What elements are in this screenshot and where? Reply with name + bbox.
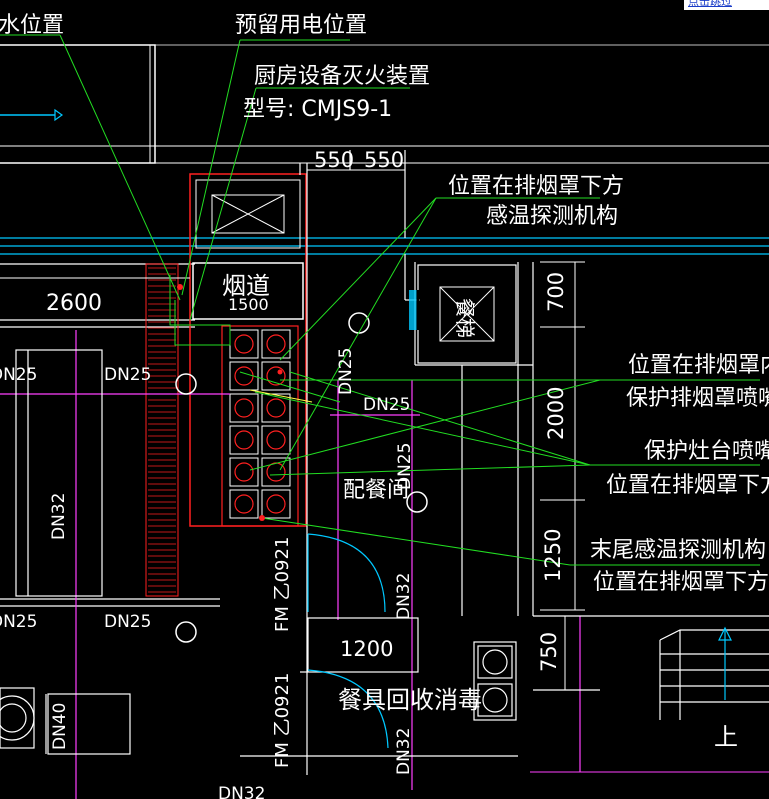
dim-750: 750 <box>537 632 561 672</box>
dn25-label-f: DN25 <box>336 348 356 395</box>
dn25-label-b: DN25 <box>104 365 151 385</box>
dn25-label-d: DN25 <box>0 612 37 632</box>
flue-label: 烟道 <box>222 272 270 300</box>
stove-cell <box>229 329 259 359</box>
dn32-label-d: DN32 <box>218 784 265 799</box>
stove-cell <box>229 489 259 519</box>
burner-icon <box>234 398 254 418</box>
inside-hood-label: 位置在排烟罩内 <box>628 353 769 378</box>
water-position-label: 水位置 <box>0 13 64 38</box>
dumbwaiter-label: 餐梯 <box>453 298 477 338</box>
stair <box>659 626 769 720</box>
dn32-label-c: DN32 <box>394 728 414 775</box>
below-hood-label-3: 位置在排烟罩下方 <box>593 570 769 595</box>
stove-cell <box>261 425 291 455</box>
wall-lines <box>0 44 769 773</box>
stove-cell <box>229 393 259 423</box>
dishware-label: 餐具回收消毒 <box>338 686 482 714</box>
cabinets <box>0 349 769 757</box>
doors <box>307 533 389 749</box>
hatched-shaft <box>145 263 179 597</box>
stove-cell <box>229 361 259 391</box>
flue-size-label: 1500 <box>228 295 269 314</box>
dn32-label-b: DN32 <box>394 573 414 620</box>
dim-700: 700 <box>544 272 568 312</box>
serving-room-label: 配餐间 <box>343 478 409 503</box>
burner-icon <box>266 398 286 418</box>
dn25-label-c: DN25 <box>363 395 410 415</box>
dn40-label: DN40 <box>50 703 70 750</box>
stove-cell <box>261 393 291 423</box>
dumbwaiter <box>409 264 517 364</box>
below-hood-label-1: 位置在排烟罩下方 <box>448 174 624 199</box>
stove-cell <box>229 457 259 487</box>
dim-1200: 1200 <box>340 637 393 661</box>
dim-2000: 2000 <box>544 387 568 440</box>
detector-markers <box>177 284 283 521</box>
supply-duct <box>0 44 156 164</box>
dn25-label-a: DN25 <box>0 365 37 385</box>
protect-stove-nozzle-label: 保护灶台喷嘴 <box>644 439 769 464</box>
burner-icon <box>266 430 286 450</box>
dn32-label-a: DN32 <box>49 493 69 540</box>
stove-cell <box>261 361 291 391</box>
leader-lines <box>0 34 760 566</box>
end-sensor-label: 末尾感温探测机构 <box>590 538 766 563</box>
kitchen-suppression-label: 厨房设备灭火装置 <box>254 64 430 89</box>
dim-1250: 1250 <box>541 529 565 582</box>
dim-550-a: 550 <box>314 148 354 172</box>
dimension-lines <box>0 169 585 690</box>
stove-grid <box>221 325 299 527</box>
burner-icon <box>234 366 254 386</box>
burner-icon <box>266 334 286 354</box>
burner-icon <box>234 494 254 514</box>
dn25-label-e: DN25 <box>104 612 151 632</box>
flue-shaft <box>189 173 307 527</box>
reserved-power-label: 预留用电位置 <box>235 13 367 38</box>
below-hood-label-2: 位置在排烟罩下方 <box>606 473 769 498</box>
burner-icon <box>266 494 286 514</box>
dim-550-b: 550 <box>364 148 404 172</box>
stove-cell <box>261 489 291 519</box>
model-label: 型号: CMJS9-1 <box>243 97 392 122</box>
burner-icon <box>234 430 254 450</box>
fire-door-label-b: FM 乙0921 <box>272 673 293 768</box>
stair-up-label: 上 <box>714 723 738 751</box>
stove-cell <box>261 457 291 487</box>
burner-icon <box>266 366 286 386</box>
stove-cell <box>261 329 291 359</box>
dn25-label-g: DN25 <box>395 443 415 490</box>
stove-cell <box>229 425 259 455</box>
temp-sensor-label: 感温探测机构 <box>486 204 618 229</box>
fire-door-label-a: FM 乙0921 <box>272 537 293 632</box>
burner-icon <box>234 462 254 482</box>
burner-icon <box>234 334 254 354</box>
skip-link[interactable]: 点击跳过 <box>684 0 769 10</box>
dim-2600: 2600 <box>46 291 102 316</box>
protect-hood-nozzle-label: 保护排烟罩喷嘴 <box>626 386 769 411</box>
